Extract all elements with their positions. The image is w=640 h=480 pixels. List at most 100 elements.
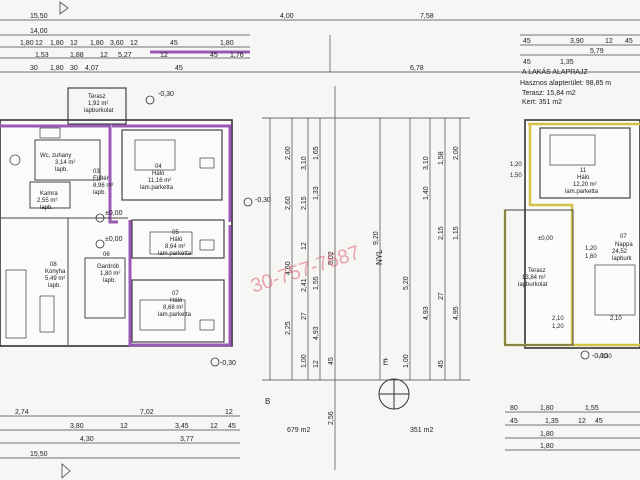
dim-label: 1,80 xyxy=(20,40,34,47)
dim-label: 15,50 xyxy=(30,13,48,20)
dim-label: 1,88 xyxy=(70,52,84,59)
room-floor: lapb. xyxy=(40,205,53,211)
room-name: Konyha xyxy=(45,269,66,275)
dim-label: 9,20 xyxy=(373,231,380,245)
level-marker-icon xyxy=(95,239,105,249)
dim-label: 2,60 xyxy=(285,196,292,210)
dim-label: 45 xyxy=(438,360,445,368)
outer-wall xyxy=(0,119,233,347)
dim-label: 1,50 xyxy=(510,173,522,179)
section-arrow-icon xyxy=(59,1,69,15)
room-area: 8,96 m² xyxy=(93,183,113,189)
dim-label: 45 xyxy=(523,38,531,45)
dim-label: 30 xyxy=(30,65,38,72)
pantry-wall xyxy=(29,181,71,209)
right-room-labels: 11 Háló 12,20 m² lam.parketta 07 Nappa 2… xyxy=(510,162,633,360)
dim-label: 1,55 xyxy=(585,405,599,412)
dim-label: 4,30 xyxy=(80,436,94,443)
room-area: 5,49 m² xyxy=(45,276,65,282)
top-dims-mid: 4,00 7,58 6,78 xyxy=(280,13,434,72)
plot-area-label: 679 m2 xyxy=(287,427,310,434)
dim-label: 2,41 xyxy=(301,278,308,292)
dim-label: 1,00 xyxy=(403,354,410,368)
room-name: Háló xyxy=(170,298,183,304)
dim-label: 1,80 xyxy=(50,40,64,47)
dim-label: 1,15 xyxy=(453,226,460,240)
left-building xyxy=(0,87,233,347)
dim-label: 4,07 xyxy=(85,65,99,72)
room-floor: lam.parketta xyxy=(158,251,192,257)
room-area: 3,14 m² xyxy=(55,160,75,166)
wardrobe-wall xyxy=(84,257,126,319)
dim-label: 1,00 xyxy=(301,354,308,368)
dim-label: 3,77 xyxy=(180,436,194,443)
dim-label: 5,20 xyxy=(403,276,410,290)
dim-label: 7,58 xyxy=(420,13,434,20)
level-label: -0,30 xyxy=(592,353,608,360)
bed-icon xyxy=(149,231,193,255)
dim-label: 2,00 xyxy=(285,146,292,160)
dim-label: 12 xyxy=(120,423,128,430)
dim-label: 45 xyxy=(510,418,518,425)
room-floor: lam.parketta xyxy=(140,185,174,191)
level-label: -0,30 xyxy=(220,360,236,367)
room-name: Előtér xyxy=(93,176,109,182)
room-number: 05 xyxy=(172,230,179,236)
bathroom-wall xyxy=(34,139,101,181)
north-label: É xyxy=(383,358,388,367)
vertical-dimension-lines xyxy=(262,86,470,470)
room-floor: lapburk xyxy=(612,256,633,262)
dim-label: 2,15 xyxy=(301,196,308,210)
dim-label: 1,80 xyxy=(540,443,554,450)
dim-label: 12 xyxy=(160,52,168,59)
dim-label: 6,78 xyxy=(410,65,424,72)
right-info-block: A LAKÁS ALAPRAJZ Hasznos alapterület: 98… xyxy=(520,67,611,106)
dim-label: 14,00 xyxy=(30,28,48,35)
level-label: -0,30 xyxy=(158,91,174,98)
dim-label: 2,74 xyxy=(15,409,29,416)
sink-icon xyxy=(39,127,61,139)
dim-label: 1,80 xyxy=(540,431,554,438)
room-floor: lam.parketta xyxy=(158,312,192,318)
right-outer-wall xyxy=(524,119,640,349)
level-label: ±0,00 xyxy=(105,210,123,217)
dim-label: 45 xyxy=(228,423,236,430)
dim-label: 1,80 xyxy=(90,40,104,47)
dim-label: 3,60 xyxy=(110,40,124,47)
dim-label: 45 xyxy=(625,38,633,45)
dim-label: 2,10 xyxy=(610,316,622,322)
dim-label: 1,76 xyxy=(230,52,244,59)
dim-label: 4,00 xyxy=(280,13,294,20)
room-area: 8,64 m² xyxy=(165,244,185,250)
purple-wall-outline xyxy=(0,124,232,347)
nyl-label: NYL xyxy=(375,249,384,265)
dim-label: 1,80 xyxy=(540,405,554,412)
top-dimension-lines xyxy=(0,19,640,73)
room-number: 08 xyxy=(50,262,57,268)
dim-label: 1,58 xyxy=(438,151,445,165)
dim-label: 27 xyxy=(438,292,445,300)
level-marker-icon xyxy=(580,350,590,360)
room-area: 12,20 m² xyxy=(573,182,597,188)
room-floor: lapb. xyxy=(103,278,116,284)
room-number: 07 xyxy=(620,234,627,240)
dim-label: 1,80 xyxy=(220,40,234,47)
dim-label: 1,80 xyxy=(50,65,64,72)
dim-label: 3,45 xyxy=(175,423,189,430)
kitchen-counter xyxy=(5,269,27,339)
bottom-dims-left: 2,74 7,02 12 3,80 12 3,45 12 45 4,30 3,7… xyxy=(15,409,236,458)
top-dims-left: 15,50 14,00 1,80 12 1,80 12 1,80 3,60 12… xyxy=(20,13,244,72)
section-arrow-icon xyxy=(61,463,71,479)
dim-label: 3,90 xyxy=(570,38,584,45)
dim-label: 15,50 xyxy=(30,451,48,458)
bedroom-04-wall xyxy=(121,129,223,201)
room-floor: lapb. xyxy=(48,283,61,289)
dim-label: 45 xyxy=(595,418,603,425)
dim-label: 5,79 xyxy=(590,48,604,55)
dim-label: 1,53 xyxy=(35,52,49,59)
dim-label: 4,93 xyxy=(423,306,430,320)
section-mark: B xyxy=(265,397,270,406)
bed-icon xyxy=(549,134,596,166)
level-marker-icon xyxy=(243,197,253,207)
